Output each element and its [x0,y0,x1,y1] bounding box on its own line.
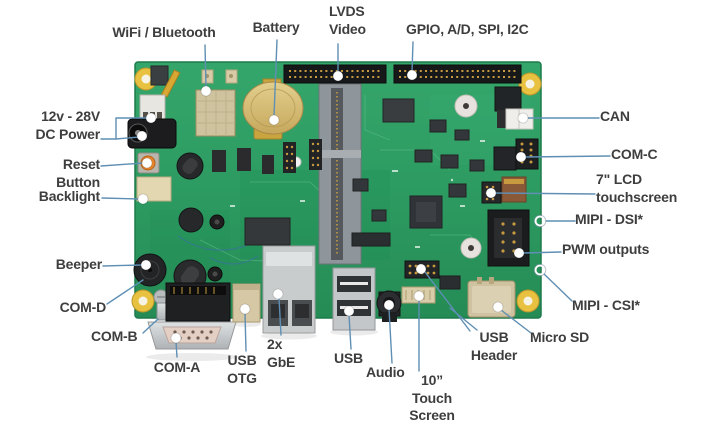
label-dc-power: 12v - 28V DC Power [35,108,100,142]
label-reset-button: Reset Button [56,156,100,190]
dot-pwm [513,247,525,259]
leader-mipi-csi [543,273,573,302]
mounting-hole-bottom-left [131,289,155,313]
label-com-c: COM-C [611,146,658,162]
label-usb-header: USB Header [470,329,518,363]
label-lvds-video: LVDS Video [329,3,366,37]
label-com-b: COM-B [91,328,138,344]
leader-usb [348,314,352,350]
dot-battery [268,114,280,126]
dot-backlight [137,193,149,205]
wifi-module [195,89,236,137]
leader-wifi [204,44,207,89]
leader-gbe [278,297,282,336]
leader-audio [388,308,393,364]
label-can: CAN [600,108,630,124]
leader-usb-otg [244,312,247,352]
gbe-port [262,245,316,334]
dot-usb-otg [239,303,251,315]
leader-com-b [142,318,159,334]
usb-stack-port [332,267,376,331]
top-left-chip [150,65,169,86]
leader-backlight [101,197,140,200]
dot-lvds [332,70,344,82]
db9-connector-stack [147,282,237,350]
dot-com-c [515,151,527,163]
dot-usb [343,305,355,317]
label-mipi-csi: MIPI - CSI* [572,297,640,313]
leader-pwm [522,251,562,254]
leader-com-c [524,155,611,158]
leader-micro-sd [500,309,532,334]
label-gpio: GPIO, A/D, SPI, I2C [406,21,529,37]
label-wifi-bluetooth: WiFi / Bluetooth [112,24,216,40]
mipi-dsi-header [487,209,530,267]
dot-touch [413,290,425,302]
label-mipi-dsi: MIPI - DSI* [575,211,643,227]
label-gbe: 2x GbE [267,336,296,370]
leader-com-a [175,341,178,358]
leader-usb-header-2 [449,307,478,331]
leader-usb-header-1 [424,271,471,332]
label-com-d: COM-D [59,299,107,315]
ring-mipi-dsi [534,215,546,227]
dot-barrel-jack [136,130,148,142]
beeper-component [133,253,167,287]
dot-usb-header [415,263,427,275]
label-battery: Battery [252,19,300,35]
ring-mipi-dsi-edge [533,214,547,228]
misc-components [173,94,485,293]
dot-lcd [485,187,497,199]
dot-can [517,112,529,124]
leader-gpio [411,41,414,73]
label-audio: Audio [366,364,405,380]
leader-lcd [494,192,596,195]
gpio-connector [393,64,522,84]
dot-audio [383,299,395,311]
label-micro-sd: Micro SD [530,329,590,345]
coin-cell-battery [242,78,304,140]
leader-com-d [106,279,144,305]
label-lcd-touchscreen: 7" LCD touchscreen [596,171,678,205]
microsd-slot [467,277,516,318]
dot-gbe [272,288,284,300]
label-beeper: Beeper [55,256,102,272]
dot-reset [141,157,153,169]
dot-gpio [406,69,418,81]
leader-dc-power [100,117,148,140]
label-backlight: Backlight [38,188,100,204]
ring-mipi-csi-edge [533,263,547,277]
dc-barrel-jack [127,118,177,149]
label-touch-screen: 10” Touch Screen [409,372,455,423]
usb-otg-port [232,283,261,323]
label-pwm-outputs: PWM outputs [562,241,650,257]
mounting-hole-top-right [518,72,542,96]
leader-reset [100,162,144,167]
callout-dots [136,69,547,344]
leader-beeper [102,264,143,267]
label-usb-otg: USB OTG [227,352,257,386]
right-top-box [494,86,522,112]
leader-lines [100,39,611,372]
dot-power-terminal [145,112,157,124]
dot-wifi [200,85,212,97]
dot-com-a [170,332,182,344]
label-usb: USB [334,350,363,366]
dot-micro-sd [492,301,504,313]
dot-beeper [140,259,152,271]
ring-mipi-csi [534,264,546,276]
jumper-headers [283,139,322,173]
label-com-a: COM-A [153,359,201,375]
mounting-hole-bottom-right [516,289,540,313]
leader-battery [273,39,278,117]
